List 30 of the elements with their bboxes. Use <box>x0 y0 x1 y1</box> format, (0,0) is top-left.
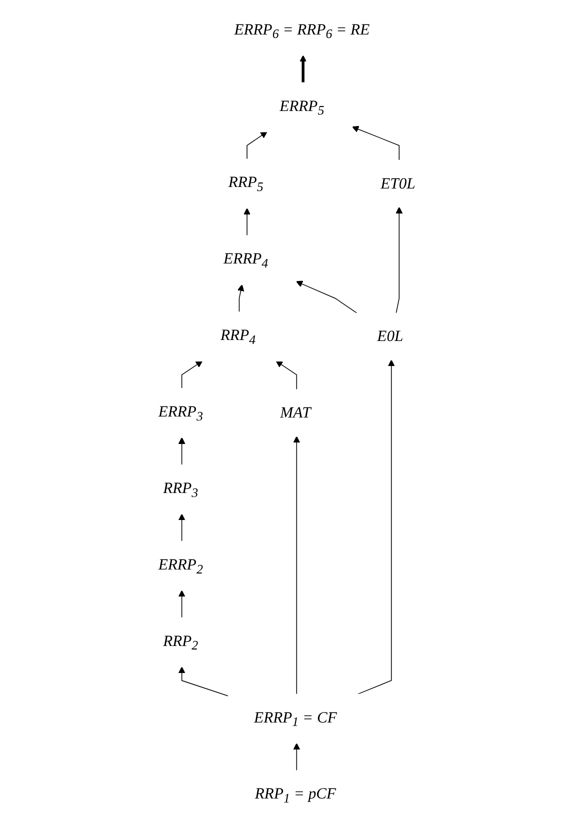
node-text: ERRP$_{1}$ = CF <box>254 709 337 730</box>
node-text: RRP$_{4}$ <box>220 326 256 348</box>
node-text: RRP$_{2}$ <box>163 632 198 653</box>
arrow <box>296 280 358 314</box>
node-text: ERRP$_{5}$ <box>280 98 324 118</box>
arrow <box>293 743 300 771</box>
node-text: MAT <box>280 404 311 422</box>
arrow <box>178 590 186 618</box>
node-text: ERRP$_{4}$ <box>224 250 268 271</box>
node-text: RRP$_{5}$ <box>228 174 264 194</box>
arrow <box>178 514 186 542</box>
node-text: ERRP$_{2}$ <box>158 556 203 576</box>
node-text: ERRP$_{3}$ <box>158 403 203 424</box>
arrow <box>352 126 400 161</box>
arrow <box>300 55 306 83</box>
node-text: ET0L <box>380 175 416 192</box>
arrow <box>276 360 298 390</box>
arrow <box>246 132 268 160</box>
arrow <box>237 284 244 312</box>
arrow <box>181 360 203 389</box>
arrow <box>244 208 250 236</box>
node-text: ERRP$_{6}$ = RRP$_{6}$ = RE <box>234 21 370 42</box>
arrow <box>357 360 395 695</box>
node-text: RRP$_{3}$ <box>163 480 198 500</box>
node-text: RRP$_{1}$ = pCF <box>254 785 336 806</box>
arrow <box>178 666 229 696</box>
arrow <box>396 206 403 314</box>
node-text: E0L <box>377 328 404 346</box>
arrow <box>293 436 300 695</box>
arrow <box>178 437 186 466</box>
